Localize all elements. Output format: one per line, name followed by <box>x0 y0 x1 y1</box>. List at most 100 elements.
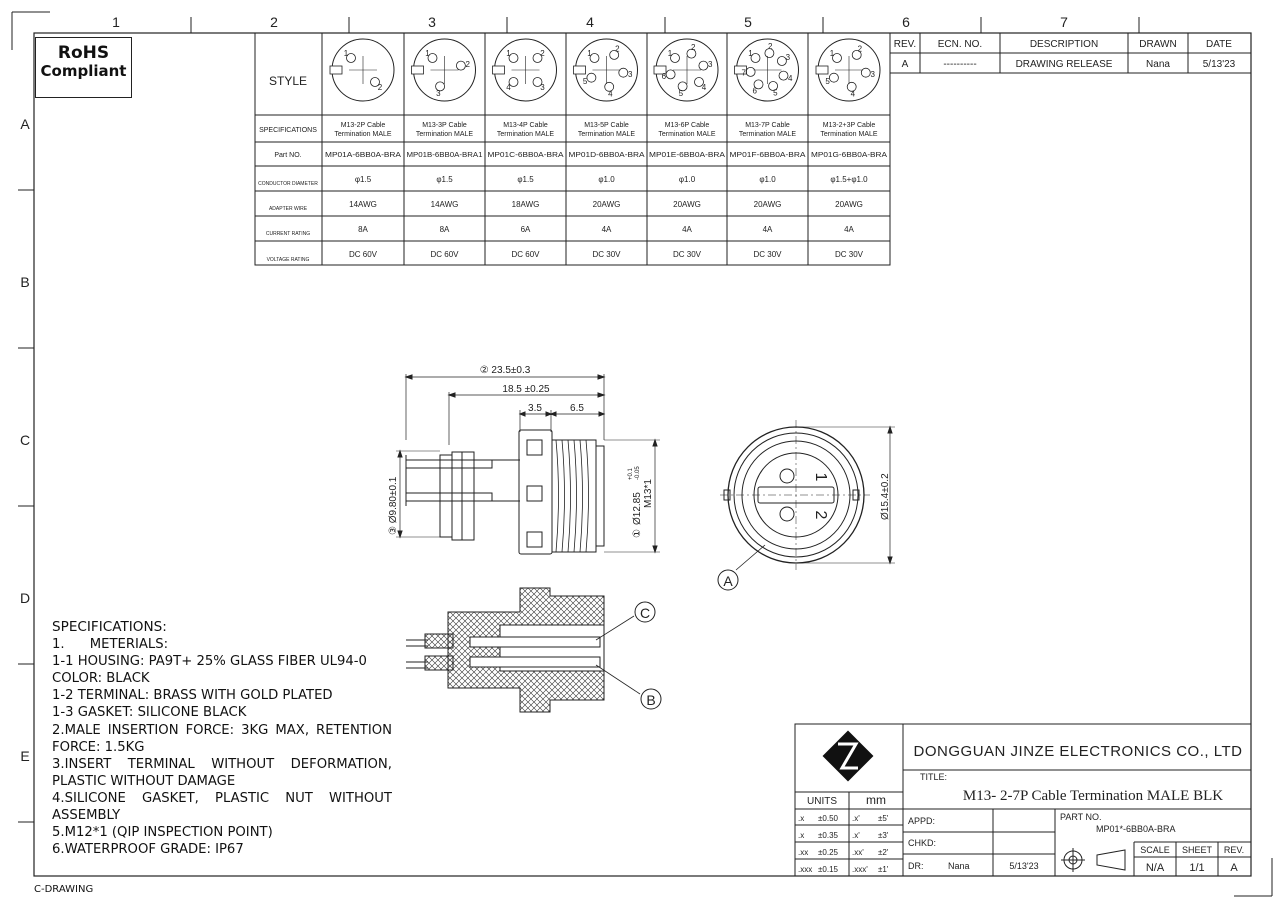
section-view-labels: C B <box>640 605 656 708</box>
pin-icon <box>508 53 519 63</box>
spec-line2: Termination MALE <box>820 131 878 138</box>
dim-thread-dia: Ø12.85 <box>632 492 643 525</box>
rev-header-date: DATE <box>1206 39 1232 50</box>
pin-icon <box>851 50 862 60</box>
tolerance-cell: .xxx <box>798 865 812 874</box>
rev-row-description: DRAWING RELEASE <box>1016 59 1113 70</box>
pin-number: 2 <box>691 43 696 52</box>
part-number: MP01F-6BB0A-BRA <box>730 150 806 159</box>
rev-header-description: DESCRIPTION <box>1030 39 1098 50</box>
sheet-label: SHEET <box>1182 845 1213 855</box>
pin-number: 1 <box>748 49 753 58</box>
part-number: MP01D-6BB0A-BRA <box>569 150 645 159</box>
col-number-4: 4 <box>586 14 594 30</box>
specs-line: 1-3 GASKET: SILICONE BLACK <box>52 705 247 721</box>
adapter-wire: 20AWG <box>673 200 701 209</box>
row-label-conductor: CONDUCTOR DIAMETER <box>258 181 318 187</box>
scale-value: N/A <box>1146 862 1165 874</box>
row-letter-a: A <box>20 116 30 132</box>
col-number-1: 1 <box>112 14 120 30</box>
row-letters: A B C D E <box>20 116 30 764</box>
tolerance-cell: .x' <box>852 814 860 823</box>
voltage-rating: DC 30V <box>592 250 621 259</box>
spec-line1: M13-2+3P Cable <box>823 122 876 129</box>
col-number-2: 2 <box>270 14 278 30</box>
key-notch-icon <box>492 65 505 75</box>
pin-number: 1 <box>506 49 511 58</box>
units-label: UNITS <box>807 796 837 807</box>
conductor-diameter: φ1.0 <box>759 175 776 184</box>
pin-number: 5 <box>679 89 684 98</box>
pin-icon <box>832 53 842 63</box>
pin-icon <box>586 72 597 83</box>
row-label-part-no: Part NO. <box>274 152 301 159</box>
adapter-wire: 14AWG <box>431 200 459 209</box>
row-label-specifications: SPECIFICATIONS <box>259 127 317 134</box>
conductor-diameter: φ1.0 <box>679 175 696 184</box>
rohs-badge: RoHS Compliant <box>35 37 132 98</box>
dim-thread-num: ① <box>632 529 643 538</box>
units-value: mm <box>866 793 886 807</box>
pin-number: 3 <box>708 60 713 69</box>
specs-line: 1-2 TERMINAL: BRASS WITH GOLD PLATED <box>52 688 333 704</box>
tolerance-cell: ±0.50 <box>818 814 839 823</box>
company-logo-icon <box>822 730 874 782</box>
voltage-rating: DC 30V <box>673 250 702 259</box>
tolerance-cell: .x <box>798 814 804 823</box>
rohs-line1: RoHS <box>57 43 110 63</box>
tolerance-cell: .x <box>798 831 804 840</box>
tolerance-cell: .x' <box>852 831 860 840</box>
adapter-wire: 20AWG <box>593 200 621 209</box>
tolerance-cell: ±2' <box>878 848 889 857</box>
pin-icon <box>589 53 600 63</box>
tolerance-cell: .xx <box>798 848 808 857</box>
pin-number: 1 <box>668 49 673 58</box>
specs-line: 4.SILICONE GASKET, PLASTIC NUT WITHOUT <box>52 790 392 806</box>
part-number: MP01B-6BB0A-BRA1 <box>407 150 483 159</box>
pin-number: 4 <box>851 90 856 99</box>
rev-header-rev: REV. <box>894 39 916 50</box>
pin-number: 4 <box>506 83 511 92</box>
spec-line2: Termination MALE <box>497 131 555 138</box>
pin-number: 4 <box>608 90 613 99</box>
current-rating: 4A <box>682 225 692 234</box>
pin-number: 3 <box>436 89 441 98</box>
current-rating: 4A <box>844 225 854 234</box>
pin-number: 1 <box>425 49 430 58</box>
pin-number: 6 <box>752 86 757 95</box>
front-view <box>717 420 895 591</box>
pin-icon <box>532 77 543 87</box>
tolerance-cell: .xx' <box>852 848 864 857</box>
rev-header-drawn: DRAWN <box>1139 39 1176 50</box>
dr-date: 5/13'23 <box>1009 861 1038 871</box>
pin-icon <box>778 70 789 81</box>
conductor-diameter: φ1.5+φ1.0 <box>830 175 868 184</box>
pin-icon <box>609 50 620 60</box>
key-notch-icon <box>653 65 667 75</box>
current-rating: 4A <box>602 225 612 234</box>
spec-line1: M13-5P Cable <box>584 122 629 129</box>
tolerance-cell: ±1' <box>878 865 889 874</box>
chkd-label: CHKD: <box>908 838 936 848</box>
pin-number: 3 <box>628 70 633 79</box>
key-notch-icon <box>815 65 829 75</box>
spec-line1: M13-7P Cable <box>745 122 790 129</box>
conductor-diameter: φ1.0 <box>598 175 615 184</box>
pin-number: 5 <box>825 77 830 86</box>
tolerance-cell: ±0.15 <box>818 865 839 874</box>
pin-number: 5 <box>583 77 588 86</box>
part-number: MP01G-6BB0A-BRA <box>811 150 887 159</box>
sheet-value: 1/1 <box>1189 862 1204 874</box>
pin-icon <box>370 77 380 87</box>
pin-icon <box>860 67 871 78</box>
side-view-dims: ② 23.5±0.3 18.5 ±0.25 3.5 6.5 ③ Ø9.80±0.… <box>388 365 654 538</box>
tolerance-cell: .xxx' <box>852 865 868 874</box>
tolerance-cell: ±3' <box>878 831 889 840</box>
